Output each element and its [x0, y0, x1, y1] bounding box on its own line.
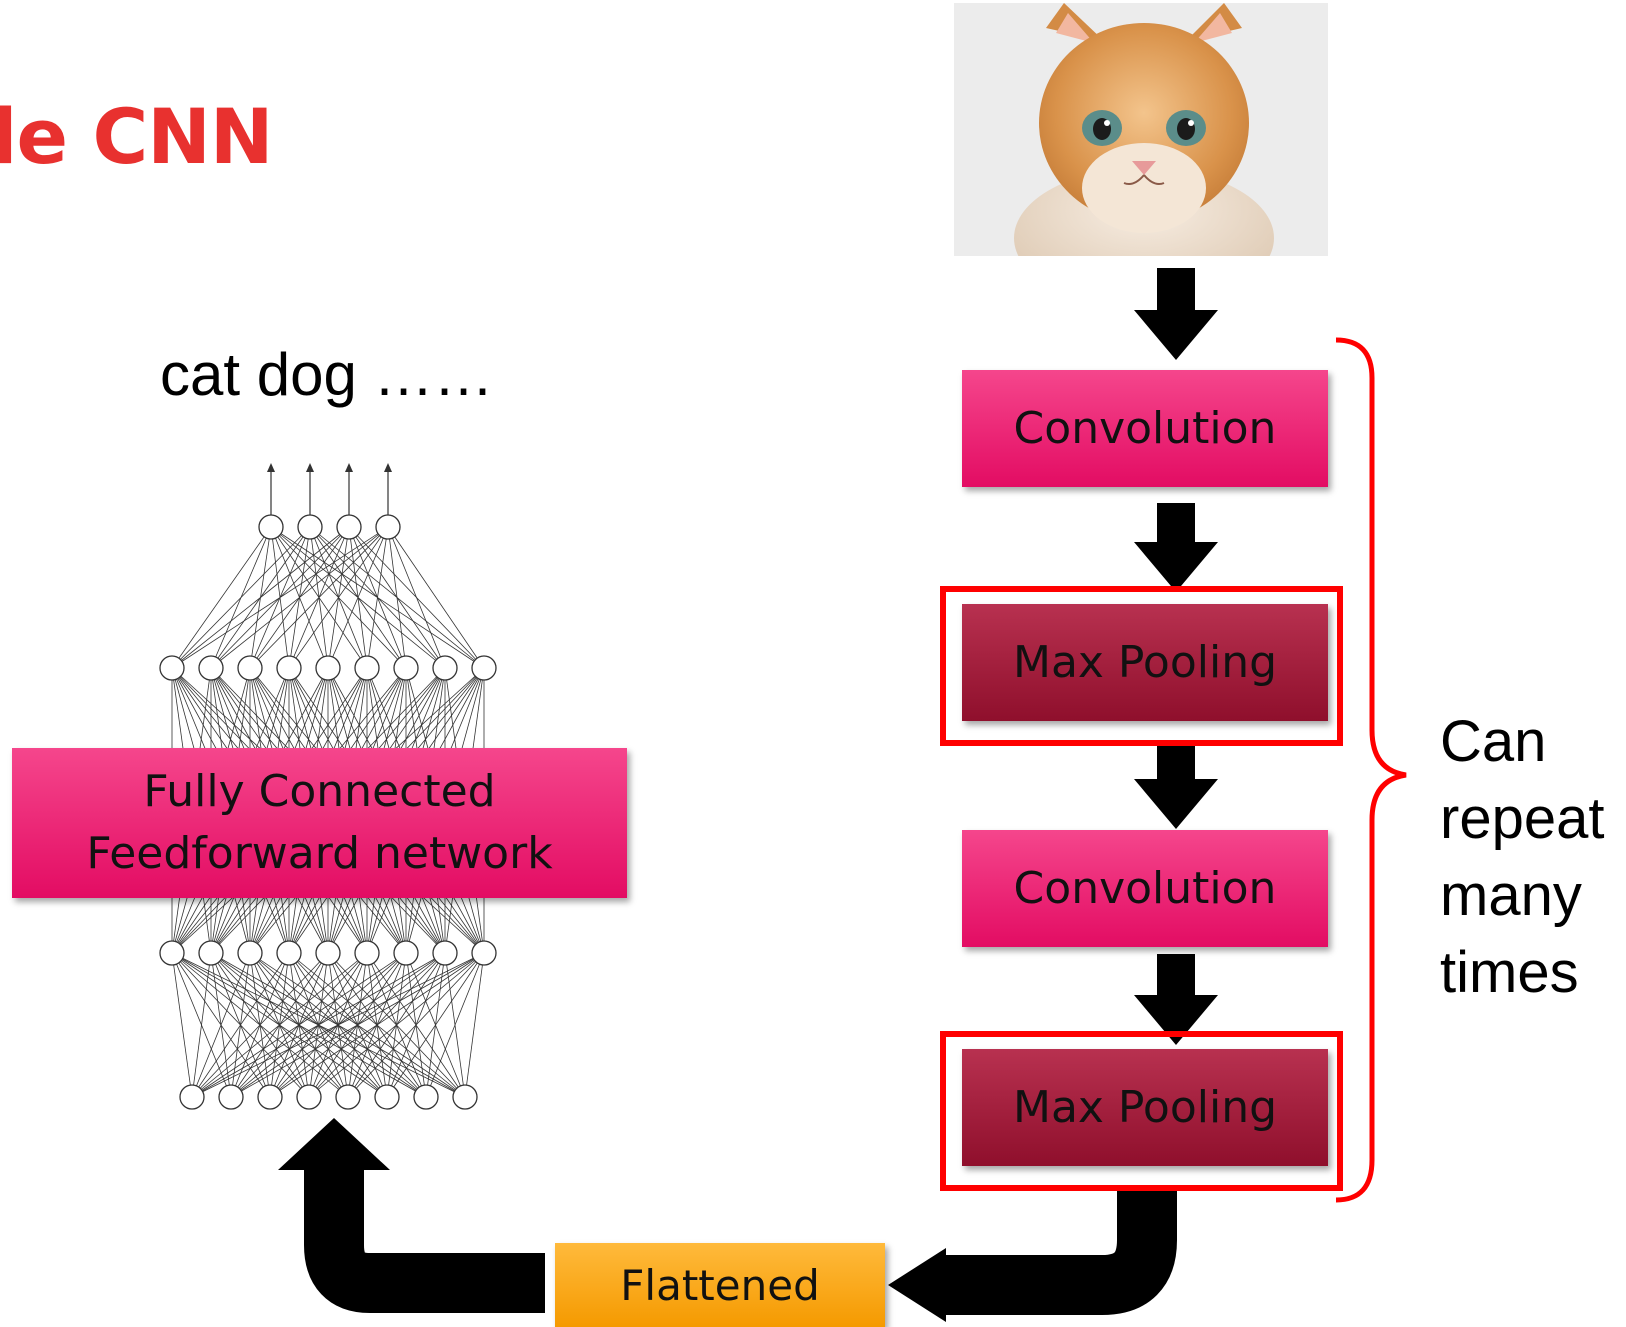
max-pooling-block-1: Max Pooling — [962, 604, 1328, 721]
nn-connection — [191, 952, 329, 1098]
input-cat-image — [954, 3, 1328, 256]
nn-neuron — [374, 1084, 400, 1110]
nn-connection — [191, 952, 446, 1098]
nn-connection — [210, 526, 389, 669]
nn-neuron — [354, 940, 380, 966]
nn-neuron — [159, 940, 185, 966]
nn-output-arrowhead — [384, 463, 392, 472]
arrow-flattened-to-fc — [304, 1170, 545, 1313]
nn-neuron — [315, 940, 341, 966]
nn-connection — [191, 952, 407, 1098]
repeat-note-line-2: repeat — [1440, 786, 1605, 851]
fully-connected-line-2: Feedforward network — [86, 828, 553, 879]
nn-connection — [171, 526, 350, 669]
nn-neuron — [296, 1084, 322, 1110]
nn-output-arrowhead — [306, 463, 314, 472]
nn-neuron — [452, 1084, 478, 1110]
arrow-pool-to-conv — [1134, 742, 1218, 829]
nn-connection — [387, 526, 485, 669]
nn-neuron — [393, 655, 419, 681]
nn-connection — [464, 952, 485, 1098]
nn-connection — [269, 952, 485, 1098]
arrow-image-to-conv — [1134, 268, 1218, 360]
arrow-conv-to-pool — [1134, 503, 1218, 592]
nn-neuron — [276, 940, 302, 966]
nn-neuron — [258, 514, 284, 540]
nn-neuron — [413, 1084, 439, 1110]
nn-neuron — [257, 1084, 283, 1110]
nn-neuron — [198, 655, 224, 681]
nn-neuron — [393, 940, 419, 966]
nn-neuron — [198, 940, 224, 966]
nn-connection — [386, 952, 485, 1098]
slide-title: ple CNN — [0, 92, 273, 181]
repeat-brace — [1335, 337, 1407, 1203]
nn-neuron — [276, 655, 302, 681]
nn-neuron — [432, 940, 458, 966]
nn-connection — [308, 952, 485, 1098]
arrow-pool-to-flattened — [940, 1185, 1177, 1315]
nn-neuron — [179, 1084, 205, 1110]
nn-neuron — [354, 655, 380, 681]
repeat-note-line-4: times — [1440, 940, 1579, 1005]
nn-neuron — [237, 655, 263, 681]
nn-connection — [171, 526, 272, 669]
flattened-block: Flattened — [555, 1243, 885, 1327]
nn-neuron — [375, 514, 401, 540]
nn-connection — [191, 952, 290, 1098]
max-pooling-highlight-2 — [940, 1031, 1343, 1191]
nn-neuron — [471, 655, 497, 681]
nn-neuron — [336, 514, 362, 540]
repeat-note-line-3: many — [1440, 863, 1582, 928]
nn-connection — [366, 526, 389, 669]
nn-connection — [387, 526, 407, 669]
nn-neuron — [297, 514, 323, 540]
fully-connected-block: Fully Connected Feedforward network — [12, 748, 627, 898]
nn-neuron — [159, 655, 185, 681]
nn-connection — [387, 526, 446, 669]
max-pooling-block-2: Max Pooling — [962, 1049, 1328, 1166]
nn-neuron — [237, 940, 263, 966]
arrow-conv-to-pool-2 — [1134, 954, 1218, 1045]
nn-connection — [191, 952, 368, 1098]
nn-connection — [347, 952, 485, 1098]
nn-output-arrowhead — [345, 463, 353, 472]
nn-connection — [327, 526, 389, 669]
nn-connection — [249, 526, 389, 669]
nn-connection — [230, 952, 485, 1098]
max-pooling-highlight-1 — [940, 586, 1343, 746]
nn-neuron — [432, 655, 458, 681]
convolution-block-1: Convolution — [962, 370, 1328, 487]
nn-neuron — [218, 1084, 244, 1110]
nn-connection — [288, 526, 389, 669]
nn-connection — [191, 952, 251, 1098]
fully-connected-line-1: Fully Connected — [143, 766, 496, 817]
nn-connection — [171, 526, 311, 669]
repeat-note: Can repeat many times — [1440, 703, 1604, 1011]
nn-connection — [171, 952, 193, 1098]
nn-output-arrowhead — [267, 463, 275, 472]
nn-neuron — [471, 940, 497, 966]
convolution-block-2: Convolution — [962, 830, 1328, 947]
nn-connection — [191, 952, 485, 1098]
nn-neuron — [335, 1084, 361, 1110]
nn-connection — [171, 526, 389, 669]
nn-neuron — [315, 655, 341, 681]
nn-connection — [191, 952, 212, 1098]
cat-illustration — [954, 3, 1328, 256]
nn-connection — [425, 952, 485, 1098]
repeat-note-line-1: Can — [1440, 709, 1547, 774]
output-classes-label: cat dog …… — [160, 341, 494, 408]
